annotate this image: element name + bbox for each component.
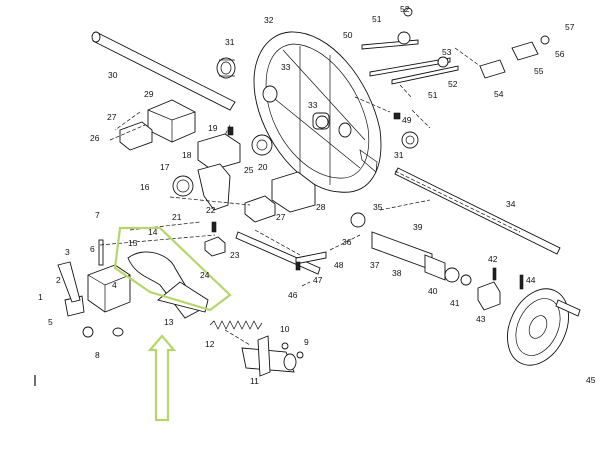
shaft-assembly-50-57	[361, 7, 550, 85]
part-label: 48	[334, 260, 344, 270]
part-label: 13	[164, 317, 174, 327]
part-label: 27	[276, 212, 286, 222]
part-label: 46	[288, 290, 298, 300]
handwheel-32	[253, 31, 382, 193]
shaft-39	[350, 212, 446, 281]
part-label: 6	[90, 244, 95, 254]
part-label: 22	[206, 205, 216, 215]
part-label: 47	[313, 275, 323, 285]
part-label: 16	[140, 182, 150, 192]
part-label: 9	[304, 337, 309, 347]
part-label: 43	[476, 314, 486, 324]
knob-43	[477, 267, 524, 311]
part-label: 39	[413, 222, 423, 232]
bracket-18	[197, 126, 241, 171]
leader-lines	[99, 84, 431, 346]
bracket-27-lower	[244, 195, 276, 223]
part-label: 56	[555, 49, 565, 59]
part-label: 51	[372, 14, 382, 24]
highlight-region	[113, 226, 232, 422]
bushing-20	[251, 134, 273, 156]
bracket-27-upper	[119, 121, 153, 151]
part-label: 14	[148, 227, 158, 237]
part-label: 40	[428, 286, 438, 296]
handwheel-45	[507, 288, 581, 366]
part-labels: 1 2 3 4 5 6 7 8 9 10 11 12 13 14 15 16 1…	[38, 4, 596, 386]
part-label: 49	[402, 115, 412, 125]
part-label: 53	[442, 47, 452, 57]
lever-47	[295, 251, 327, 271]
part-label: 42	[488, 254, 498, 264]
spring-12	[209, 320, 263, 330]
part-label: 5	[48, 317, 53, 327]
collar-40	[444, 267, 472, 286]
part-label: 15	[128, 238, 138, 248]
bar-26	[235, 231, 321, 275]
part-label: 37	[370, 260, 380, 270]
bearing-17	[172, 163, 231, 211]
part-label: 50	[343, 30, 353, 40]
part-label: 11	[250, 376, 259, 386]
part-label: 3	[65, 247, 70, 257]
part-label: 2	[56, 275, 61, 285]
part-label: 52	[448, 79, 458, 89]
part-label: 20	[258, 162, 268, 172]
part-label: 57	[565, 22, 575, 32]
part-label: 12	[205, 339, 215, 349]
part-label: 31	[225, 37, 235, 47]
part-label: 36	[342, 237, 352, 247]
part-label: 1	[38, 292, 43, 302]
part-label: 21	[172, 212, 182, 222]
part-label: 32	[264, 15, 274, 25]
part-label: 33	[308, 100, 318, 110]
part-label: 18	[182, 150, 192, 160]
part-label: 17	[160, 162, 170, 172]
slide-11	[241, 335, 297, 377]
part-label: 31	[394, 150, 404, 160]
part-label: 7	[95, 210, 100, 220]
part-label: 34	[506, 199, 516, 209]
part-label: 35	[373, 202, 383, 212]
rod-30	[91, 31, 236, 111]
part-label: 30	[108, 70, 118, 80]
part-label: 24	[200, 270, 210, 280]
bushing-31-upper	[216, 57, 236, 79]
part-label: 55	[534, 66, 544, 76]
part-label: 54	[494, 89, 504, 99]
part-label: 44	[526, 275, 536, 285]
part-label: 29	[144, 89, 154, 99]
part-label: 45	[586, 375, 596, 385]
part-label: 41	[450, 298, 460, 308]
bushing-31-right	[393, 112, 419, 149]
part-label: 38	[392, 268, 402, 278]
shaft-34	[394, 167, 561, 255]
part-label: 33	[281, 62, 291, 72]
part-label: 19	[208, 123, 218, 133]
bracket-29	[147, 99, 196, 143]
bracket-28	[271, 171, 316, 213]
part-label: 27	[107, 112, 117, 122]
part-label: 10	[280, 324, 290, 334]
part-label: 25	[244, 165, 254, 175]
apron-4	[57, 239, 131, 338]
part-label: 52	[400, 4, 410, 14]
part-label: 51	[428, 90, 438, 100]
part-label: 26	[90, 133, 100, 143]
part-label: 8	[95, 350, 100, 360]
part-label: 28	[316, 202, 326, 212]
block-23	[204, 221, 226, 257]
part-label: 23	[230, 250, 240, 260]
hardware-9-10	[281, 342, 304, 359]
part-label: 4	[112, 280, 117, 290]
